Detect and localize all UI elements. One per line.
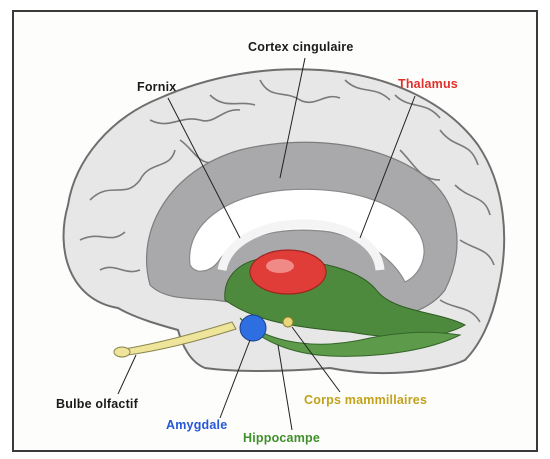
mammillary-bodies: [283, 317, 293, 327]
olfactory-bulb: [114, 347, 130, 357]
label-corps-mammillaires: Corps mammillaires: [304, 393, 427, 407]
label-cortex-cingulaire: Cortex cingulaire: [248, 40, 354, 54]
thalamus-structure: [250, 250, 326, 294]
label-hippocampe: Hippocampe: [243, 431, 320, 445]
amygdala-structure: [240, 315, 266, 341]
label-bulbe-olfactif: Bulbe olfactif: [56, 397, 138, 411]
label-amygdale: Amygdale: [166, 418, 227, 432]
label-thalamus: Thalamus: [398, 77, 458, 91]
label-fornix: Fornix: [137, 80, 176, 94]
thalamus-highlight: [266, 259, 294, 273]
